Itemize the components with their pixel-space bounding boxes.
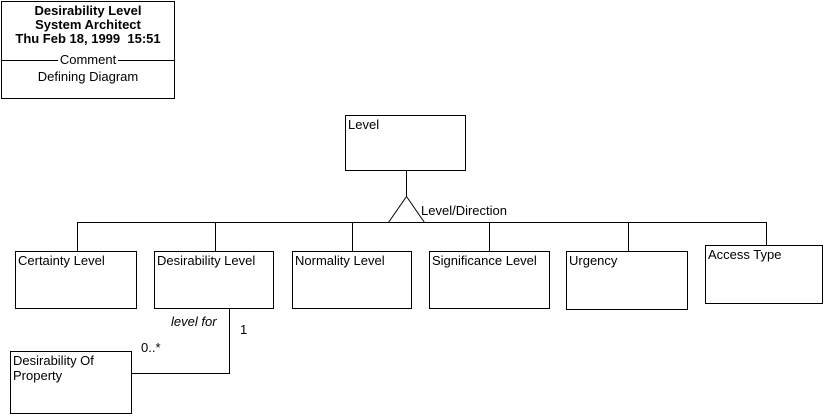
entity-normality-level-label: Normality Level	[295, 253, 385, 268]
divider-rule-left	[2, 59, 58, 61]
inheritance-triangle-icon	[388, 196, 425, 223]
comment-divider-label: Comment	[59, 52, 117, 67]
entity-level[interactable]: Level	[345, 115, 466, 171]
connector-drop-urgency	[628, 222, 629, 251]
entity-access-type-label: Access Type	[708, 247, 782, 262]
connector-bus	[77, 222, 767, 223]
diagram-title: Desirability Level	[34, 3, 142, 18]
entity-certainty-level-label: Certainty Level	[18, 253, 105, 268]
entity-urgency-label: Urgency	[569, 253, 618, 268]
entity-desirability-level[interactable]: Desirability Level	[154, 251, 274, 309]
entity-urgency[interactable]: Urgency	[566, 251, 688, 310]
connector-parent-drop	[406, 171, 407, 196]
relationship-line-horizontal	[132, 373, 230, 374]
entity-desirability-of-property-label: Desirability Of Property	[13, 353, 94, 383]
entity-desirability-level-label: Desirability Level	[157, 253, 256, 268]
comment-text: Defining Diagram	[37, 69, 139, 84]
timestamp: Thu Feb 18, 1999 15:51	[15, 31, 161, 46]
entity-level-label: Level	[348, 117, 380, 132]
relationship-line-vertical	[229, 309, 230, 374]
connector-drop-normality	[352, 222, 353, 251]
connector-drop-desirability	[215, 222, 216, 251]
connector-drop-access-type	[766, 222, 767, 245]
application-name: System Architect	[35, 17, 141, 32]
divider-rule-right	[118, 59, 175, 61]
comment-divider: Comment	[2, 52, 175, 67]
entity-certainty-level[interactable]: Certainty Level	[15, 251, 137, 309]
relationship-role-label: level for	[171, 314, 217, 329]
inheritance-label: Level/Direction	[421, 203, 507, 218]
cardinality-many-label: 0..*	[141, 340, 161, 355]
entity-normality-level[interactable]: Normality Level	[292, 251, 412, 309]
entity-significance-level[interactable]: Significance Level	[429, 251, 550, 309]
cardinality-one-label: 1	[240, 322, 248, 337]
connector-drop-significance	[489, 222, 490, 251]
connector-drop-certainty	[77, 222, 78, 251]
entity-access-type[interactable]: Access Type	[705, 245, 823, 304]
entity-desirability-of-property[interactable]: Desirability Of Property	[10, 351, 132, 414]
entity-significance-level-label: Significance Level	[432, 253, 537, 268]
title-block: Desirability Level System Architect Thu …	[1, 1, 175, 99]
